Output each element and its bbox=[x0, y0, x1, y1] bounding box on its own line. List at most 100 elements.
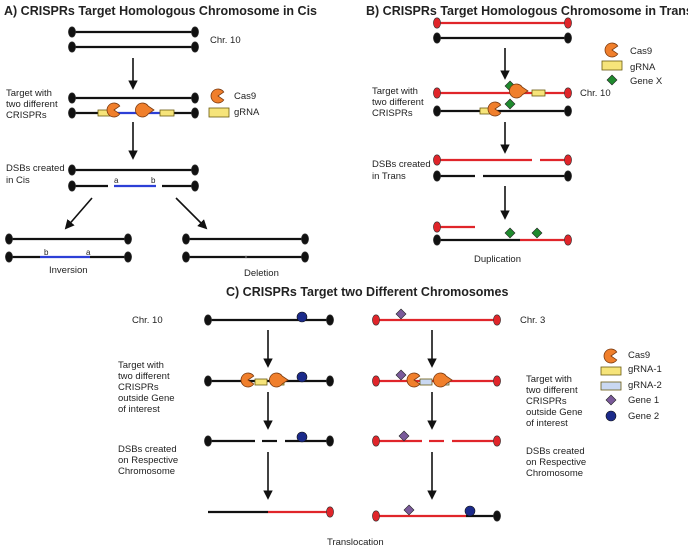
panel-c-left-target-5: of interest bbox=[118, 404, 160, 415]
b-dup-chr-left-telomere bbox=[433, 234, 441, 246]
c-left-dsb-frag-left-left-telomere bbox=[204, 435, 212, 447]
panel-c-result-translocation: Translocation bbox=[327, 537, 384, 548]
panel-c-legend-gene2-label: Gene 2 bbox=[628, 411, 659, 422]
panel-b-legend-genex-label: Gene X bbox=[630, 76, 663, 87]
a-inv-chr-top-right-telomere bbox=[124, 233, 132, 245]
panel-a-step-target-2: two different bbox=[6, 99, 58, 110]
c-right-trans-gene1 bbox=[403, 504, 415, 516]
c-right-chr-1-left-telomere bbox=[372, 314, 380, 326]
c-right-trans-right-telomere bbox=[493, 510, 501, 522]
panel-c-left-target-1: Target with bbox=[118, 360, 164, 371]
panel-c-legend-cas9-label: Cas9 bbox=[628, 350, 650, 361]
a-dsb-chr-top-left-telomere bbox=[68, 164, 76, 176]
a-dsb-frag-right-right-telomere bbox=[191, 180, 199, 192]
panel-b-legend-grna-label: gRNA bbox=[630, 62, 656, 73]
panel-a-legend-grna-label: gRNA bbox=[234, 107, 260, 118]
b-dup-chr-right-telomere bbox=[564, 234, 572, 246]
b-target-chr-bottom-right-telomere bbox=[564, 105, 572, 117]
b-chr-top-right-telomere bbox=[564, 17, 572, 29]
panel-c-right-dsb-3: Chromosome bbox=[526, 468, 583, 479]
b-target-grna-top bbox=[531, 89, 546, 97]
c-right-gene1-2 bbox=[395, 369, 407, 381]
b-chr-bottom-left-telomere bbox=[433, 32, 441, 44]
panel-c-right-target-1: Target with bbox=[526, 374, 572, 385]
a-chr-bottom-left-telomere bbox=[68, 41, 76, 53]
a-inv-chr-top-left-telomere bbox=[5, 233, 13, 245]
a-del-chr-top-left-telomere bbox=[182, 233, 190, 245]
c-legend-gene2-icon bbox=[605, 410, 617, 422]
panel-a-result-inversion: Inversion bbox=[49, 265, 88, 276]
c-left-trans-right-telomere bbox=[326, 506, 334, 518]
a-cas9-right bbox=[135, 102, 155, 118]
c-right-dsb-frag-left-left-telomere bbox=[372, 435, 380, 447]
a-target-chr-bottom-right-telomere bbox=[191, 107, 199, 119]
b-dsb-frag-black-left-left-telomere bbox=[433, 170, 441, 182]
a-inv-chr-bottom-left-telomere bbox=[5, 251, 13, 263]
panel-c-right-target-4: outside Gene bbox=[526, 407, 583, 418]
panel-c-title: C) CRISPRs Target two Different Chromoso… bbox=[226, 285, 508, 299]
diagram-shapes bbox=[5, 17, 623, 522]
c-right-gene1-3 bbox=[398, 430, 410, 442]
panel-b-step-target-1: Target with bbox=[372, 86, 418, 97]
panel-a-title: A) CRISPRs Target Homologous Chromosome … bbox=[4, 4, 317, 18]
c-left-gene2-1 bbox=[296, 311, 308, 323]
panel-b-legend-cas9-label: Cas9 bbox=[630, 46, 652, 57]
panel-c-left-dsb-1: DSBs created bbox=[118, 444, 177, 455]
b-dup-genex-2 bbox=[531, 227, 543, 239]
panel-c-right-dsb-2: on Respective bbox=[526, 457, 586, 468]
c-left-grna-a bbox=[254, 378, 268, 386]
b-legend-grna-icon bbox=[601, 60, 623, 71]
panel-c-right-target-3: CRISPRs bbox=[526, 396, 567, 407]
b-legend-genex-icon bbox=[606, 74, 618, 86]
a-del-chr-bottom-right-telomere bbox=[301, 251, 309, 263]
panel-a-step-dsb-2: in Cis bbox=[6, 175, 30, 186]
panel-a-legend-cas9-label: Cas9 bbox=[234, 91, 256, 102]
b-chr-bottom-right-telomere bbox=[564, 32, 572, 44]
c-right-chr-2-left-telomere bbox=[372, 375, 380, 387]
panel-a-mark-a: a bbox=[114, 176, 119, 185]
a-cas9-left bbox=[106, 102, 121, 118]
panel-c-right-target-2: two different bbox=[526, 385, 578, 396]
panel-a-chr-label: Chr. 10 bbox=[210, 35, 241, 46]
panel-a-step-target-1: Target with bbox=[6, 88, 52, 99]
b-legend-cas9-icon bbox=[604, 42, 619, 58]
panel-c-left-target-3: CRISPRs bbox=[118, 382, 159, 393]
c-legend-cas9-icon bbox=[603, 348, 618, 364]
panel-a-mark-b: b bbox=[151, 176, 156, 185]
b-dsb-frag-red-right-right-telomere bbox=[564, 154, 572, 166]
b-target-genex-bottom bbox=[504, 98, 516, 110]
b-target-chr-top-left-telomere bbox=[433, 87, 441, 99]
b-dsb-frag-red-left-left-telomere bbox=[433, 154, 441, 166]
a-dsb-chr-top-right-telomere bbox=[191, 164, 199, 176]
b-target-cas9-top bbox=[509, 83, 529, 99]
b-dup-red-short-left-telomere bbox=[433, 221, 441, 233]
b-dup-genex-1 bbox=[504, 227, 516, 239]
panel-a-mark-a-inverted: a bbox=[86, 248, 91, 257]
panel-b-step-dsb-2: in Trans bbox=[372, 171, 406, 182]
b-target-cas9-bottom bbox=[487, 101, 502, 117]
a-chr-bottom-right-telomere bbox=[191, 41, 199, 53]
panel-a-mark-b-inverted: b bbox=[44, 248, 49, 257]
b-target-chr-top-right-telomere bbox=[564, 87, 572, 99]
panel-c-chr-right: Chr. 3 bbox=[520, 315, 545, 326]
c-legend-gene1-icon bbox=[605, 394, 617, 406]
panel-a-step-target-3: CRISPRs bbox=[6, 110, 47, 121]
a-chr-top-right-telomere bbox=[191, 26, 199, 38]
a-grna-right bbox=[159, 109, 175, 117]
c-right-trans-left-telomere bbox=[372, 510, 380, 522]
c-left-gene2-3 bbox=[296, 431, 308, 443]
c-left-chr-2-right-telomere bbox=[326, 375, 334, 387]
c-left-chr-2-left-telomere bbox=[204, 375, 212, 387]
a-target-chr-bottom-left-telomere bbox=[68, 107, 76, 119]
a-target-chr-top-left-telomere bbox=[68, 92, 76, 104]
panel-c-legend-grna1-label: gRNA-1 bbox=[628, 364, 662, 375]
panel-b-chr-label: Chr. 10 bbox=[580, 88, 611, 99]
panel-b-result-duplication: Duplication bbox=[474, 254, 521, 265]
c-right-gene1-1 bbox=[395, 308, 407, 320]
c-right-cas9-a bbox=[406, 372, 421, 388]
panel-b-title: B) CRISPRs Target Homologous Chromosome … bbox=[366, 4, 688, 18]
a-del-chr-top-right-telomere bbox=[301, 233, 309, 245]
panel-c-right-target-5: of interest bbox=[526, 418, 568, 429]
panel-c-left-target-2: two different bbox=[118, 371, 170, 382]
